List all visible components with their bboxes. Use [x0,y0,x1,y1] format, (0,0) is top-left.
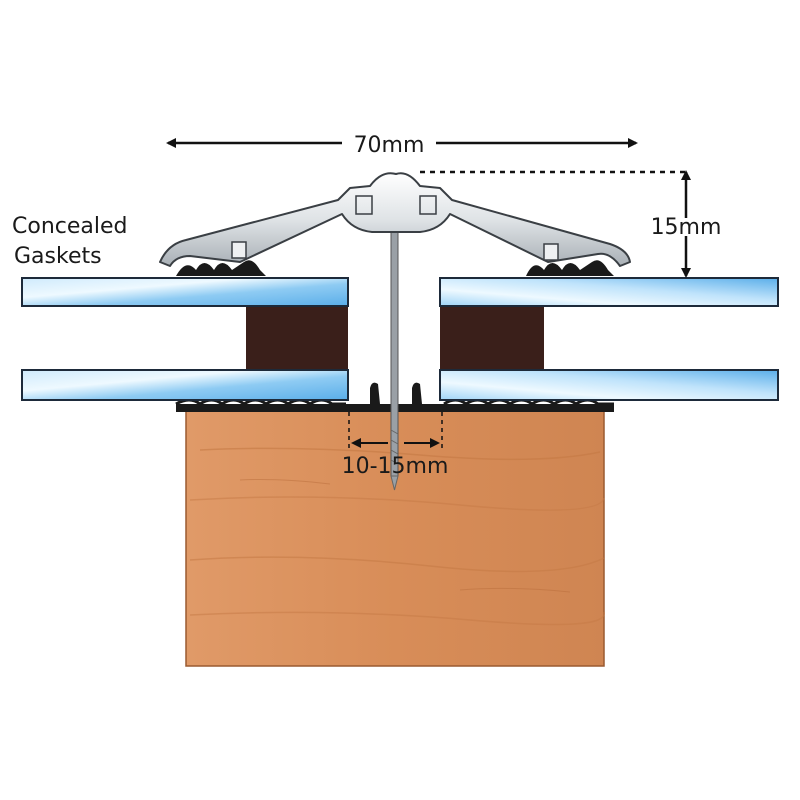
gaskets-label-line1: Concealed [12,214,128,239]
cap-gasket-right [526,260,614,276]
glass-pane-top-left [21,277,349,307]
gaskets-label-line2: Gaskets [14,244,102,269]
gaskets-callout: Concealed Gaskets [12,214,128,269]
width-dimension: 70mm [166,133,638,158]
glass-pane-bottom-left [21,369,349,401]
height-dimension: 15mm [420,170,722,278]
spacer-block-left [246,306,348,370]
gap-label: 10-15mm [342,454,449,479]
width-label: 70mm [354,133,425,158]
centre-gasket-fins [370,382,422,404]
glass-pane-top-right [439,277,779,307]
aluminium-cap [159,172,631,267]
height-label: 15mm [651,215,722,240]
cap-gasket-left [176,260,266,276]
spacer-block-right [440,306,544,370]
gap-dimension: 10-15mm [342,412,449,479]
glass-pane-bottom-right [439,369,779,401]
